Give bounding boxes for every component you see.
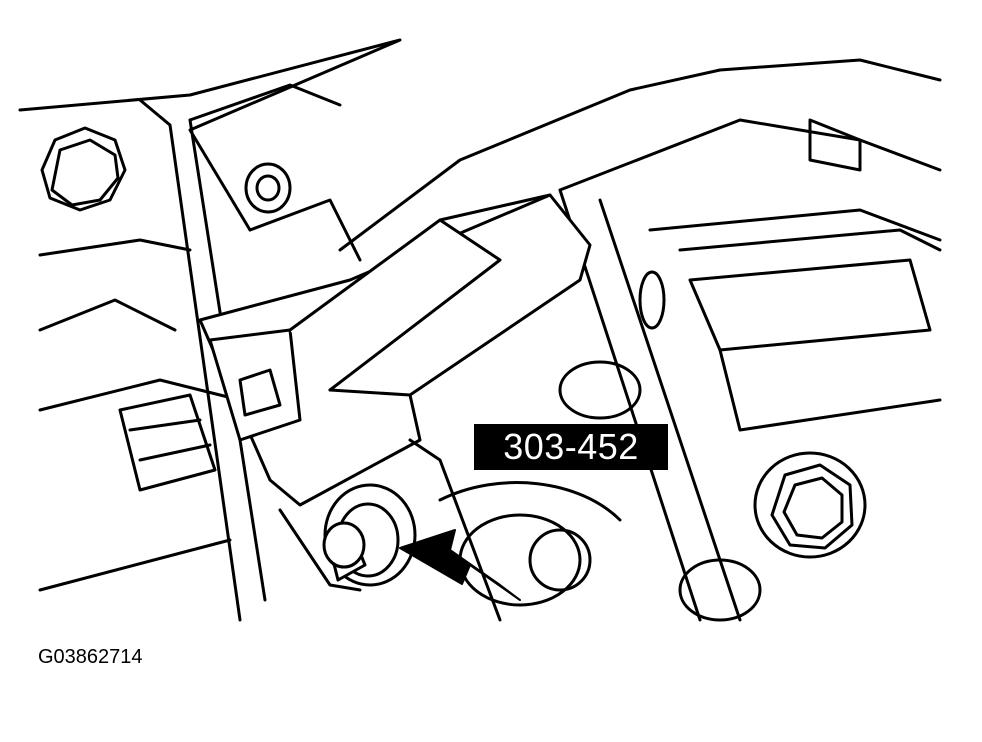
arrow-icon <box>399 529 521 601</box>
hex-bolt-icon <box>753 451 867 559</box>
lower-mechanism <box>278 360 762 622</box>
special-tool-body <box>198 193 592 507</box>
upper-left-casting <box>18 38 402 592</box>
upper-right-casting <box>338 58 942 622</box>
hex-bolt-icon <box>40 126 127 212</box>
retaining-pin <box>322 483 417 587</box>
figure-id: G03862714 <box>38 646 143 668</box>
tool-number-label: 303-452 <box>474 424 668 470</box>
engine-illustration <box>18 38 942 622</box>
